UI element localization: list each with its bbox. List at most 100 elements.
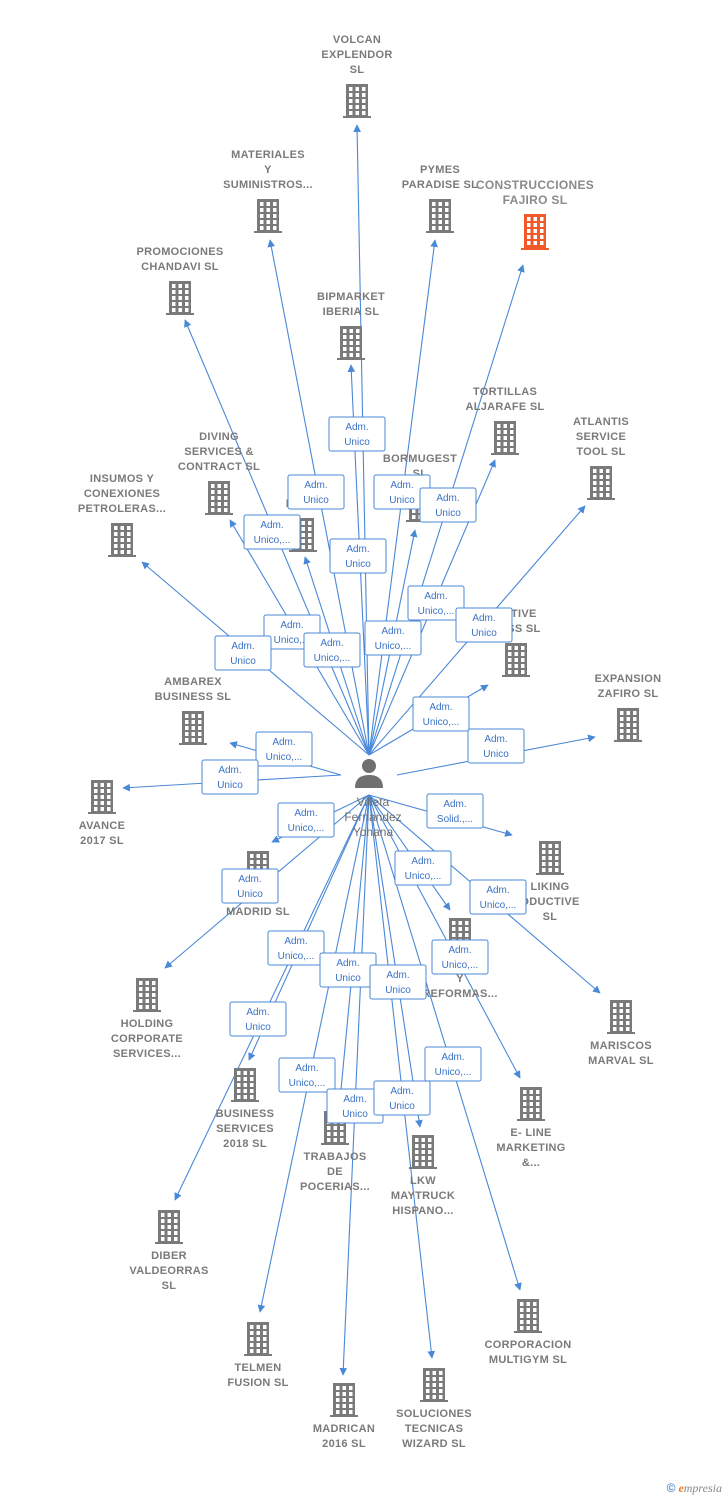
window bbox=[421, 1138, 425, 1142]
role-label-text: Unico bbox=[344, 437, 370, 448]
role-label-bormugest[interactable]: Adm.Unico,... bbox=[364, 620, 422, 656]
building-icon[interactable] bbox=[205, 481, 233, 515]
building-icon[interactable] bbox=[420, 1368, 448, 1402]
role-label-integrative[interactable]: Adm.Unico,... bbox=[412, 696, 470, 732]
role-label-tortillas[interactable]: Adm.Unico,... bbox=[407, 585, 465, 621]
building-icon[interactable] bbox=[254, 199, 282, 233]
window bbox=[540, 235, 544, 239]
role-label-volcan[interactable]: Adm.Unico bbox=[328, 416, 386, 452]
building-icon[interactable] bbox=[491, 421, 519, 455]
role-label-trabajos[interactable]: Adm.Unico bbox=[319, 952, 377, 988]
role-label-construcciones[interactable]: Adm.Unico bbox=[419, 487, 477, 523]
building-icon[interactable] bbox=[231, 1068, 259, 1102]
role-label-materiales[interactable]: Adm.Unico bbox=[287, 474, 345, 510]
building-icon[interactable] bbox=[587, 466, 615, 500]
window bbox=[349, 105, 353, 109]
window bbox=[548, 850, 552, 854]
building-icon[interactable] bbox=[179, 711, 207, 745]
building-icon[interactable] bbox=[502, 643, 530, 677]
building-icon[interactable] bbox=[108, 523, 136, 557]
building-icon[interactable] bbox=[244, 1322, 272, 1356]
company-node-lkw[interactable]: LKWMAYTRUCKHISPANO... bbox=[391, 1135, 455, 1217]
window bbox=[340, 1132, 344, 1136]
role-label-business[interactable]: Adm.Unico,... bbox=[267, 930, 325, 966]
role-label-telmen[interactable]: Adm.Unico,... bbox=[278, 1057, 336, 1093]
role-label-liking[interactable]: Adm.Solid.,... bbox=[426, 793, 484, 829]
window bbox=[343, 335, 347, 339]
building-icon[interactable] bbox=[409, 1135, 437, 1169]
window bbox=[308, 545, 312, 549]
building-icon[interactable] bbox=[607, 1000, 635, 1034]
edge-madrican bbox=[339, 794, 370, 1376]
window bbox=[301, 527, 305, 531]
role-label-insumos[interactable]: Adm.Unico bbox=[214, 635, 272, 671]
role-label-expansion[interactable]: Adm.Unico bbox=[467, 728, 525, 764]
role-label-diber[interactable]: Adm.Unico bbox=[229, 1001, 287, 1037]
building-icon[interactable] bbox=[133, 978, 161, 1012]
building-icon[interactable] bbox=[426, 199, 454, 233]
window bbox=[349, 353, 353, 357]
role-label-ambarex[interactable]: Adm.Unico,... bbox=[255, 731, 313, 767]
company-node-trabajos[interactable]: TRABAJOSDEPOCERIAS... bbox=[300, 1111, 370, 1193]
window bbox=[533, 229, 537, 233]
role-label-eline[interactable]: Adm.Unico,... bbox=[431, 939, 489, 975]
company-node-eline[interactable]: E- LINEMARKETING&... bbox=[496, 1087, 565, 1169]
building-icon[interactable] bbox=[155, 1210, 183, 1244]
role-label-joyeria[interactable]: Adm.Unico,... bbox=[303, 632, 361, 668]
role-label-avance[interactable]: Adm.Unico bbox=[201, 759, 259, 795]
role-label-reformas[interactable]: Adm.Unico,... bbox=[394, 850, 452, 886]
building-icon[interactable] bbox=[166, 281, 194, 315]
building-icon[interactable] bbox=[343, 84, 371, 118]
building-icon[interactable] bbox=[337, 326, 365, 360]
window bbox=[342, 1398, 346, 1402]
building-icon[interactable] bbox=[88, 780, 116, 814]
role-label-box bbox=[278, 1057, 336, 1093]
window bbox=[178, 296, 182, 300]
empresia-logo[interactable]: empresia bbox=[678, 1481, 722, 1495]
role-label-atlantis[interactable]: Adm.Unico bbox=[455, 607, 513, 643]
role-label-mariscos[interactable]: Adm.Unico,... bbox=[469, 879, 527, 915]
role-label-aire[interactable]: Adm.Unico,... bbox=[277, 802, 335, 838]
role-label-soluciones[interactable]: Adm.Unico bbox=[373, 1080, 431, 1116]
role-label-lkw[interactable]: Adm.Unico bbox=[369, 964, 427, 1000]
role-label-box bbox=[287, 474, 345, 510]
company-node-materiales[interactable]: MATERIALESYSUMINISTROS... bbox=[223, 149, 313, 233]
window bbox=[260, 214, 264, 218]
company-node-insumos[interactable]: INSUMOS YCONEXIONESPETROLERAS... bbox=[78, 473, 166, 557]
building-icon[interactable] bbox=[330, 1383, 358, 1417]
role-label-corporacion[interactable]: Adm.Unico,... bbox=[424, 1046, 482, 1082]
role-label-holding[interactable]: Adm.Unico bbox=[221, 868, 279, 904]
window bbox=[428, 1162, 432, 1166]
building-icon[interactable] bbox=[517, 1087, 545, 1121]
building-icon[interactable] bbox=[614, 708, 642, 742]
company-node-holding[interactable]: HOLDINGCORPORATESERVICES... bbox=[111, 978, 183, 1060]
window bbox=[198, 726, 202, 730]
building-icon[interactable] bbox=[514, 1299, 542, 1333]
role-label-text: Unico,... bbox=[405, 871, 442, 882]
role-label-promociones[interactable]: Adm.Unico,... bbox=[243, 514, 301, 550]
building-icon[interactable] bbox=[521, 214, 549, 250]
building-icon[interactable] bbox=[536, 841, 564, 875]
role-label-bipmarket[interactable]: Adm.Unico bbox=[329, 538, 387, 574]
